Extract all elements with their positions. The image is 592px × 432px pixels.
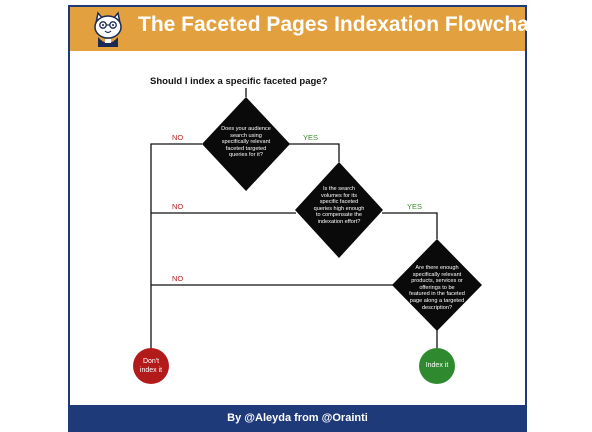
terminal-dont-index-circle: [133, 348, 169, 384]
footer-credit: By @Aleyda from @Orainti: [227, 412, 368, 424]
decision-diamond-1: [202, 97, 290, 191]
decision-text-3: Are there enough specifically relevant p…: [409, 265, 465, 311]
connector-d2-yes: [382, 212, 438, 239]
yes-label-1: YES: [303, 133, 319, 142]
connector-d1-no: [150, 143, 202, 352]
decision-text-2: Is the search volumes for its specific f…: [313, 186, 365, 225]
terminal-index-text: Index it: [425, 362, 449, 369]
header-banner: [68, 5, 527, 51]
connector-d1-yes: [289, 143, 340, 162]
page-title: The Faceted Pages Indexation Flowchart: [138, 13, 545, 36]
cat-mascot-icon: [94, 11, 122, 47]
decision-diamond-2: [295, 162, 383, 258]
flowchart-question: Should I index a specific faceted page?: [150, 76, 328, 87]
yes-label-2: YES: [407, 202, 423, 211]
decision-diamond-3: [392, 239, 482, 331]
no-label-3: NO: [172, 274, 184, 283]
terminal-index-circle: [419, 348, 455, 384]
decision-text-1: Does your audience search using specific…: [221, 126, 271, 159]
no-label-2: NO: [172, 202, 184, 211]
no-label-1: NO: [172, 133, 184, 142]
footer-banner: By @Aleyda from @Orainti: [68, 405, 527, 432]
terminal-dont-index-text: Don't index it: [139, 358, 163, 374]
